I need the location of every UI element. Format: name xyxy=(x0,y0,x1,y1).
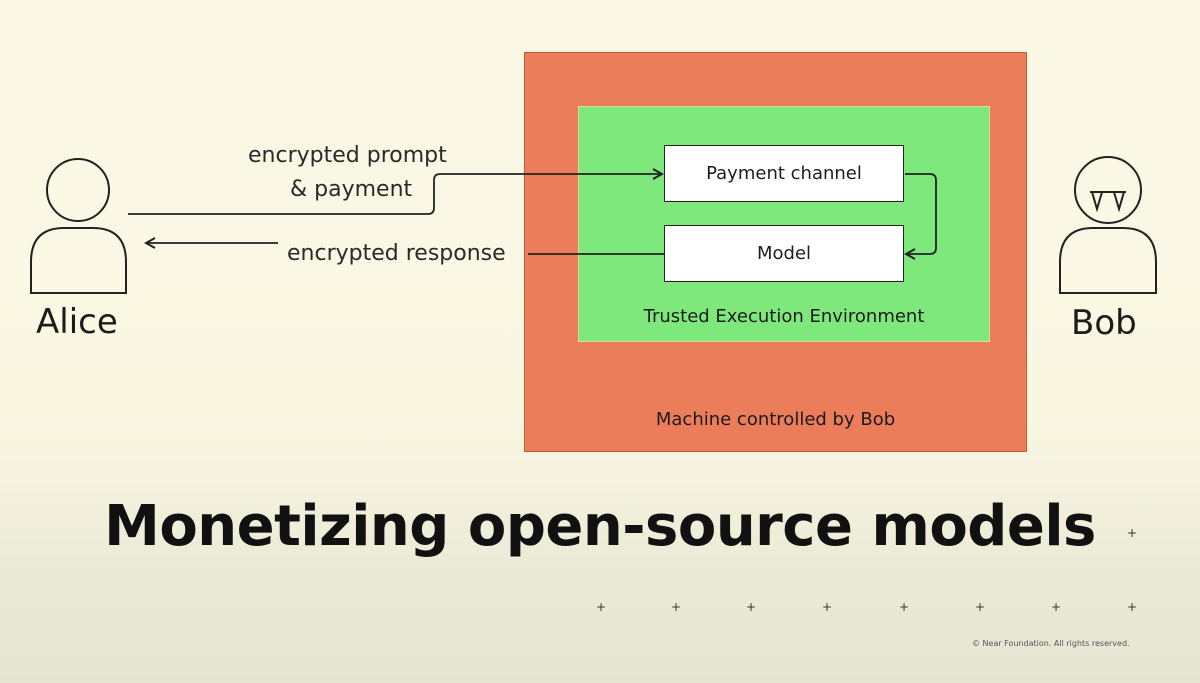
plus-icon: + xyxy=(975,600,986,614)
prompt-label-line1: encrypted prompt xyxy=(248,143,447,168)
model-node: Model xyxy=(664,225,904,282)
plus-icon: + xyxy=(899,600,910,614)
bob-person-icon xyxy=(1059,156,1157,294)
copyright-notice: © Near Foundation. All rights reserved. xyxy=(972,639,1130,648)
plus-icon: + xyxy=(1127,600,1138,614)
prompt-label-line2: & payment xyxy=(290,177,413,202)
tee-label: Trusted Execution Environment xyxy=(643,306,925,327)
prompt-arrow xyxy=(128,174,662,215)
payment-channel-node: Payment channel xyxy=(664,145,904,202)
plus-icon: + xyxy=(671,600,682,614)
payment-channel-label: Payment channel xyxy=(706,163,862,184)
slide-title: Monetizing open-source models xyxy=(104,494,1096,559)
payment-to-model-arrow xyxy=(905,173,937,254)
machine-label: Machine controlled by Bob xyxy=(655,409,896,430)
bob-name: Bob xyxy=(1071,303,1137,343)
plus-icon: + xyxy=(596,600,607,614)
plus-icon: + xyxy=(746,600,757,614)
plus-icon: + xyxy=(1127,526,1138,540)
plus-icon: + xyxy=(822,600,833,614)
model-label: Model xyxy=(756,243,812,264)
response-label: encrypted response xyxy=(287,241,506,266)
alice-person-icon xyxy=(30,158,127,294)
plus-icon: + xyxy=(1051,600,1062,614)
alice-name: Alice xyxy=(36,302,118,342)
